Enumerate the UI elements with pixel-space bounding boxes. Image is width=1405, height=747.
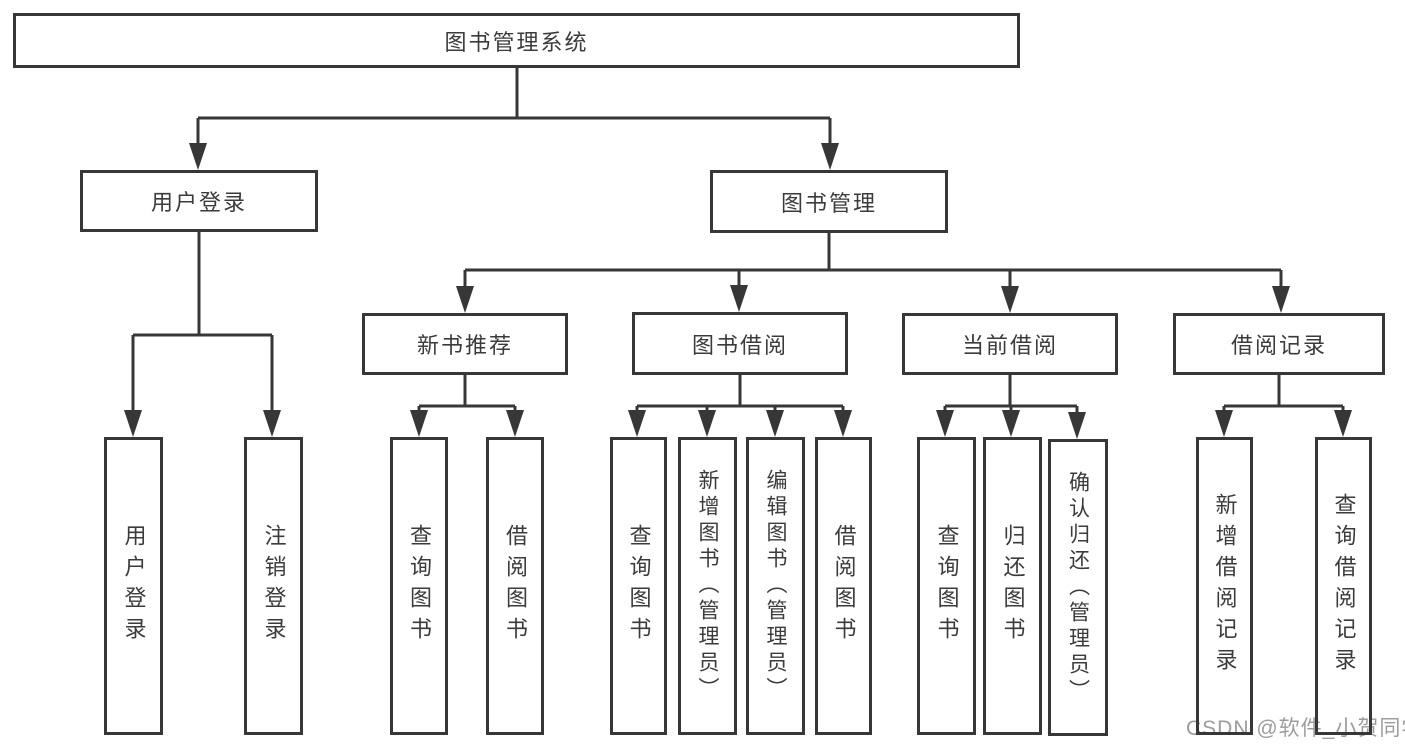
node-book-management: 图书管理 <box>710 170 948 233</box>
node-leaf-user-login: 用户登录 <box>104 437 163 735</box>
node-leaf-borrow-books-1: 借阅图书 <box>486 437 544 735</box>
node-leaf-add-books-admin: 新增图书（管理员） <box>678 437 737 735</box>
node-leaf-query-borrow-record: 查询借阅记录 <box>1315 437 1372 735</box>
node-leaf-logout: 注销登录 <box>244 437 303 735</box>
node-borrowing-records: 借阅记录 <box>1173 313 1385 375</box>
node-leaf-query-books-2: 查询图书 <box>610 437 667 735</box>
node-leaf-borrow-books-2: 借阅图书 <box>815 437 872 735</box>
node-leaf-query-books-3: 查询图书 <box>917 437 976 735</box>
node-current-borrowing: 当前借阅 <box>902 313 1118 375</box>
node-new-book-recommendation: 新书推荐 <box>362 313 568 375</box>
node-leaf-add-borrow-record: 新增借阅记录 <box>1196 437 1253 735</box>
node-leaf-edit-books-admin: 编辑图书（管理员） <box>746 437 805 735</box>
node-leaf-confirm-return-admin: 确认归还（管理员） <box>1048 439 1108 736</box>
node-leaf-return-books: 归还图书 <box>983 437 1042 735</box>
node-library-management-system: 图书管理系统 <box>13 13 1020 68</box>
node-book-borrowing: 图书借阅 <box>632 312 848 375</box>
node-leaf-query-books-1: 查询图书 <box>390 437 448 735</box>
node-user-login: 用户登录 <box>80 170 318 232</box>
